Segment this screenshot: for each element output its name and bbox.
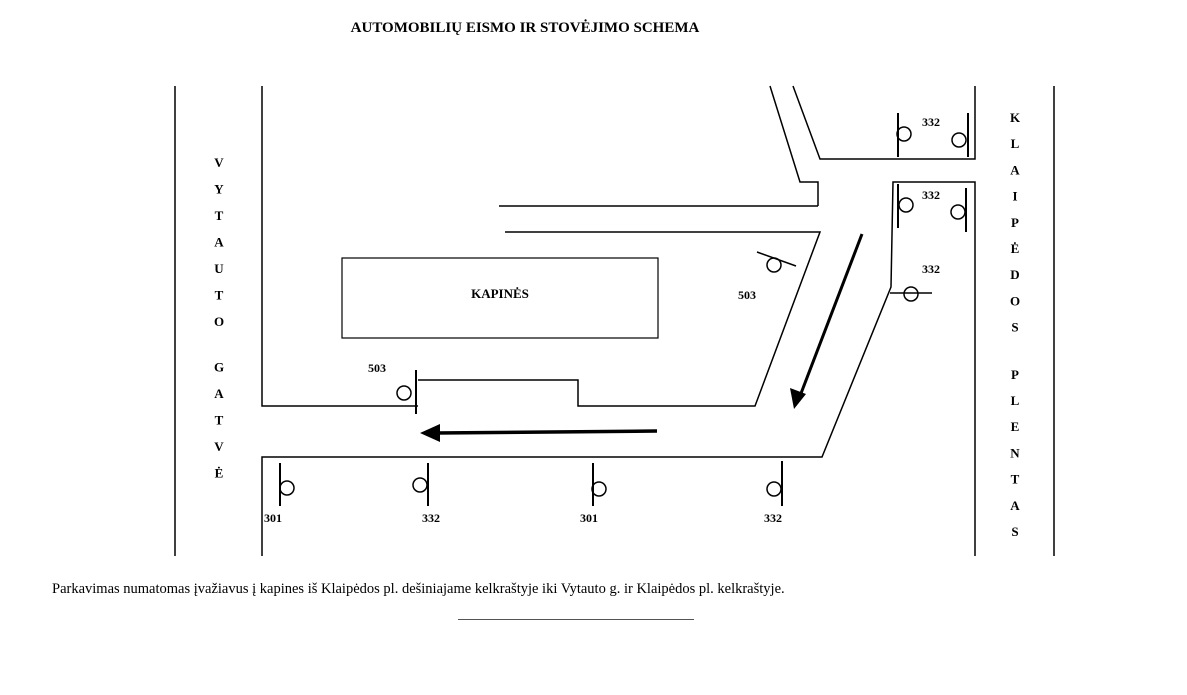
road-sign-332-lower-right: 332	[890, 262, 940, 302]
arrow-left-icon	[420, 424, 658, 442]
sign-number: 503	[368, 361, 386, 375]
road-sign-301-bottom-3: 301	[580, 463, 607, 525]
page-title: AUTOMOBILIŲ EISMO IR STOVĖJIMO SCHEMA	[350, 20, 700, 36]
upper-road-right-edge	[792, 85, 976, 160]
road-sign-332-upper-right: 332	[896, 113, 969, 157]
divider-line	[458, 619, 694, 620]
upper-road-left-edge	[769, 85, 819, 206]
cemetery-label: KAPINĖS	[471, 286, 529, 301]
sign-number: 332	[922, 115, 940, 129]
lower-road-boundary	[261, 181, 976, 556]
road-sign-301-bottom-1: 301	[264, 463, 295, 525]
arrow-down-left-icon	[790, 233, 864, 409]
road-sign-332-bottom-2: 332	[412, 463, 440, 525]
road-sign-503-center-right: 503	[738, 251, 797, 302]
parking-note: Parkavimas numatomas įvažiavus į kapines…	[52, 581, 785, 597]
sign-number: 301	[264, 511, 282, 525]
road-sign-503-center-left: 503	[368, 361, 417, 414]
sign-number: 332	[922, 188, 940, 202]
parking-bay-boundary	[418, 231, 822, 407]
sign-number: 301	[580, 511, 598, 525]
sign-number: 503	[738, 288, 756, 302]
sign-number: 332	[764, 511, 782, 525]
sign-number: 332	[422, 511, 440, 525]
sign-number: 332	[922, 262, 940, 276]
road-sign-332-middle-right: 332	[897, 184, 967, 232]
upper-block-boundary	[261, 86, 418, 407]
cemetery-area	[341, 257, 659, 339]
traffic-scheme: KAPINĖS 332 332 332 503 503	[174, 85, 1055, 556]
road-sign-332-bottom-4: 332	[764, 461, 783, 525]
